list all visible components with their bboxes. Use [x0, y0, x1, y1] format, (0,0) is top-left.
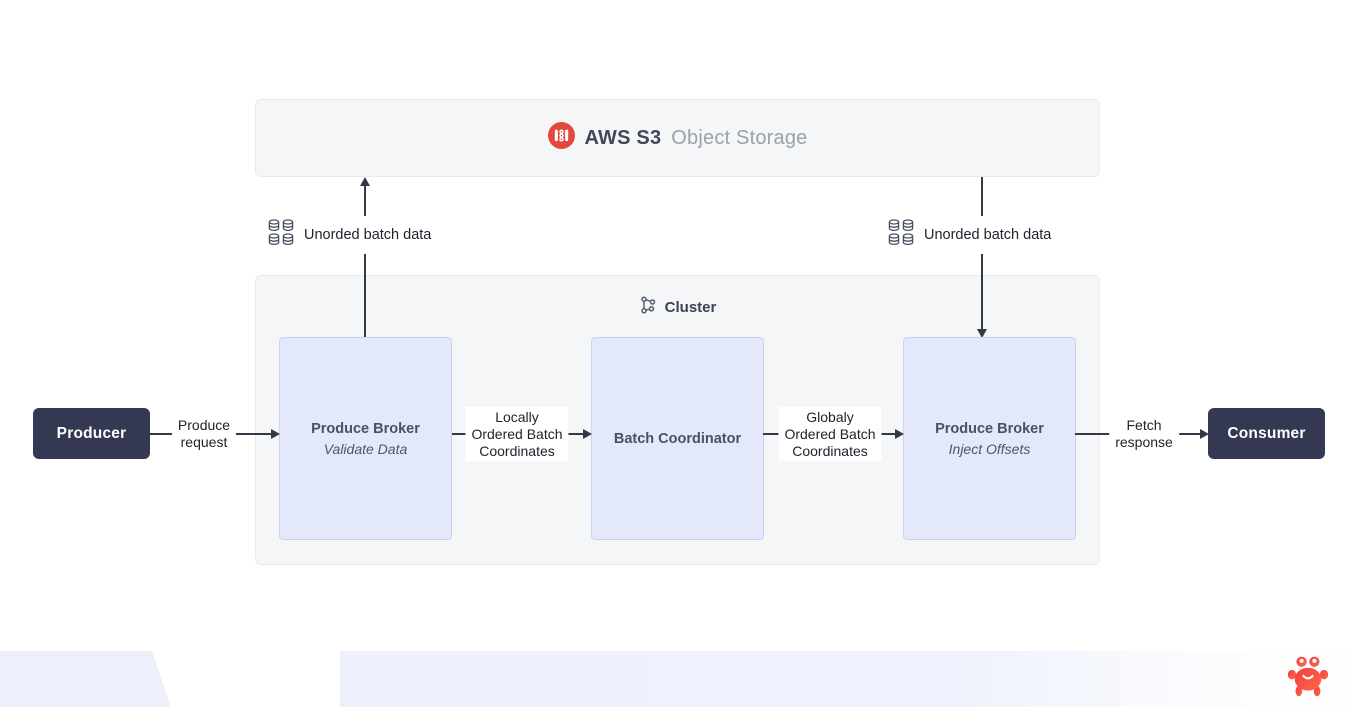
s3-brand-title: AWS S3 — [584, 126, 662, 149]
database-stack-icon — [888, 219, 915, 251]
s3-storage-panel: AWS S3 Object Storage — [255, 99, 1100, 177]
network-nodes-icon — [639, 296, 657, 319]
arrowhead-right — [583, 429, 592, 439]
arrowhead-right — [895, 429, 904, 439]
arrowhead-up — [360, 177, 370, 186]
bottom-decorative-band — [0, 651, 1368, 707]
node-subtitle: Inject Offsets — [948, 440, 1031, 457]
node-consumer: Consumer — [1208, 408, 1325, 459]
node-produce-broker-validate: Produce Broker Validate Data — [279, 337, 452, 540]
arrowhead-right — [1200, 429, 1209, 439]
arrow-broker-to-s3 — [364, 184, 366, 337]
node-title: Produce Broker — [311, 420, 420, 437]
unordered-batch-data-label-left: Unorded batch data — [268, 216, 440, 254]
node-producer: Producer — [33, 408, 150, 459]
band-wedge-shape — [151, 651, 340, 707]
s3-subtitle: Object Storage — [671, 126, 808, 149]
s3-bucket-icon — [547, 122, 575, 154]
crab-icon — [1286, 652, 1330, 704]
node-title: Produce Broker — [935, 420, 1044, 437]
unordered-batch-data-text: Unorded batch data — [304, 227, 432, 243]
unordered-batch-data-label-right: Unorded batch data — [888, 216, 1060, 254]
database-stack-icon — [268, 219, 295, 251]
globally-ordered-label: Globaly Ordered Batch Coordinates — [778, 406, 882, 462]
node-subtitle: Validate Data — [323, 440, 408, 457]
node-batch-coordinator: Batch Coordinator — [591, 337, 764, 540]
locally-ordered-label: Locally Ordered Batch Coordinates — [465, 406, 569, 462]
node-produce-broker-inject: Produce Broker Inject Offsets — [903, 337, 1076, 540]
arrowhead-right — [271, 429, 280, 439]
cluster-title: Cluster — [664, 299, 717, 316]
unordered-batch-data-text: Unorded batch data — [924, 227, 1052, 243]
fetch-response-label: Fetch response — [1109, 415, 1179, 453]
node-title: Batch Coordinator — [613, 430, 742, 447]
cluster-header: Cluster — [255, 296, 1100, 319]
arrowhead-down — [977, 329, 987, 338]
produce-request-label: Produce request — [171, 415, 237, 453]
